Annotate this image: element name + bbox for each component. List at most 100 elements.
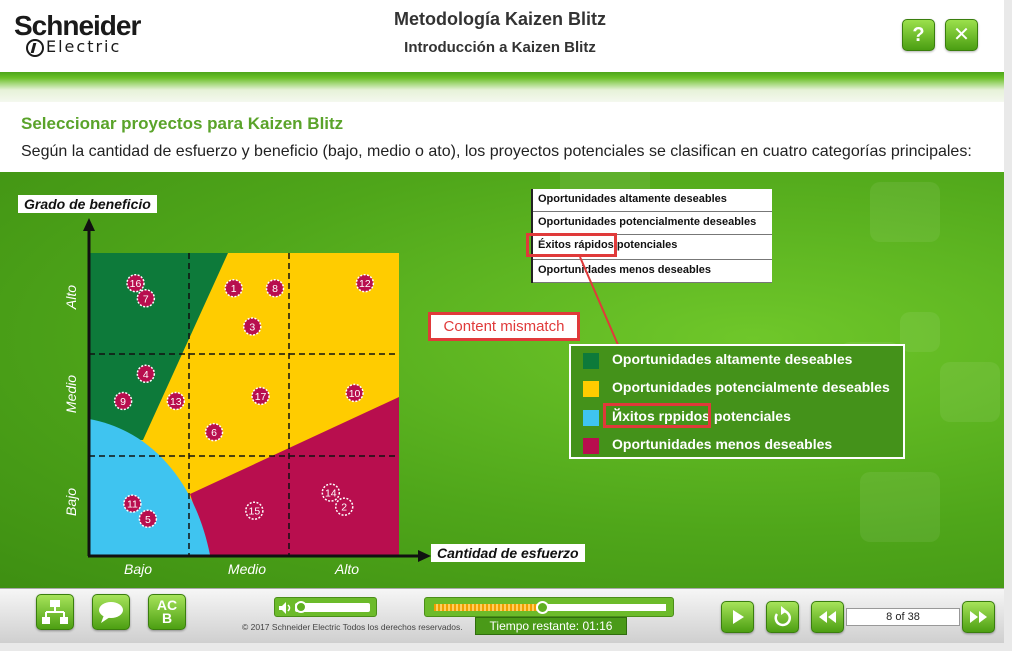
module-title: Introducción a Kaizen Blitz [404, 39, 596, 56]
volume-knob[interactable] [294, 601, 307, 613]
play-button[interactable] [721, 601, 754, 633]
chart-point: 13 [166, 391, 186, 411]
chart-point-label: 3 [249, 321, 255, 333]
progress-control[interactable] [424, 597, 674, 617]
chart-point-label: 9 [120, 396, 126, 408]
sitemap-icon [42, 600, 68, 624]
y-axis-arrow [83, 218, 95, 231]
table-row: Oportunidades altamente deseables [533, 189, 772, 212]
x-tick-bajo: Bajo [123, 561, 153, 577]
chart-point-marker [204, 422, 224, 442]
legend-label: Oportunidades altamente deseables [612, 351, 853, 367]
legend-swatch [583, 353, 599, 369]
x-axis-label: Cantidad de esfuerzo [431, 544, 585, 562]
logo-name: Schneider [14, 10, 141, 41]
fast-forward-icon-shape [970, 611, 978, 623]
play-icon-shape [733, 610, 744, 624]
sitemap-icon-node [50, 600, 60, 607]
chart-point-marker [321, 483, 341, 502]
logo-mark-icon [26, 39, 44, 57]
chart-point-label: 11 [127, 499, 138, 511]
help-button[interactable]: ? [902, 19, 935, 51]
x-axis-arrow [418, 550, 431, 562]
chart-point: 1 [224, 278, 243, 298]
volume-track[interactable] [295, 603, 370, 612]
play-icon [733, 610, 744, 624]
effort-benefit-matrix: 167 1 8 12 3 49 13 17 10 6 11 5 15 142 [83, 218, 431, 562]
replay-button[interactable] [766, 601, 799, 633]
speaker-icon [279, 602, 291, 614]
chart-point-marker [123, 494, 142, 513]
chart-point: 5 [138, 509, 158, 529]
chart-point-marker [245, 501, 264, 520]
schneider-electric-logo: Schneider Electric [14, 12, 164, 62]
legend: Oportunidades altamente deseables Oportu… [569, 344, 905, 459]
copyright-text: © 2017 Schneider Electric Todos los dere… [242, 622, 463, 632]
x-tick-alto: Alto [334, 561, 360, 577]
page-indicator: 8 of 38 [846, 608, 960, 626]
chart-point-marker [138, 509, 158, 529]
sitemap-button[interactable] [36, 594, 74, 630]
background-decoration [870, 182, 940, 242]
chart-point-marker [224, 278, 243, 298]
chart-point: 2 [334, 497, 354, 516]
table-row: Éxitos rápidos potenciales [533, 235, 772, 260]
section-heading: Seleccionar proyectos para Kaizen Blitz [21, 114, 344, 133]
chart-point-label: 15 [248, 506, 260, 518]
chart-point-label: 6 [211, 427, 217, 439]
speech-bubble-icon [99, 602, 123, 623]
glossary-button[interactable]: AC B [148, 594, 186, 630]
x-tick-medio: Medio [227, 561, 267, 577]
previous-button[interactable] [811, 601, 844, 633]
chart-point-label: 17 [255, 391, 267, 403]
category-table: Oportunidades altamente deseables Oportu… [531, 189, 772, 283]
mismatch-source-highlight [526, 233, 617, 257]
chart-point: 10 [345, 383, 364, 403]
chart-point-label: 1 [231, 283, 237, 295]
legend-swatch [583, 410, 599, 426]
course-title: Metodología Kaizen Blitz [393, 9, 606, 29]
close-button[interactable]: ✕ [945, 19, 978, 51]
fast-forward-icon [970, 611, 987, 623]
speech-bubble-icon-tail [101, 615, 110, 623]
chart-point-marker [136, 289, 156, 308]
chart-point: 3 [243, 317, 262, 336]
chart-point-label: 12 [359, 278, 371, 290]
background-decoration [860, 472, 940, 542]
rewind-icon-shape [819, 611, 827, 623]
sitemap-icon-connector [45, 607, 65, 617]
chart-point: 12 [355, 273, 375, 293]
chart-point-label: 5 [145, 514, 151, 526]
chart-point-label: 8 [272, 283, 278, 295]
next-button[interactable] [962, 601, 995, 633]
chart-grid [89, 253, 399, 555]
chart-points: 167 1 8 12 3 49 13 17 10 6 11 5 15 142 [113, 273, 375, 529]
intro-text: Según la cantidad de esfuerzo y benefici… [21, 143, 972, 160]
progress-track[interactable] [434, 604, 666, 611]
chart-point: 7 [136, 289, 156, 308]
chart-axes [83, 218, 431, 562]
chart-point: 9 [113, 391, 133, 411]
volume-control[interactable] [274, 597, 377, 617]
chart-point-marker [136, 364, 156, 384]
chart-point: 17 [251, 386, 270, 406]
replay-icon-head [781, 606, 787, 615]
chart-point-marker [345, 383, 364, 403]
chart-point-label: 10 [349, 388, 361, 400]
time-remaining: Tiempo restante: 01:16 [475, 617, 627, 635]
fast-forward-icon-shape [979, 611, 987, 623]
background-decoration [900, 312, 940, 352]
chart-point: 14 [321, 483, 341, 502]
speaker-icon-shape [279, 602, 286, 614]
legend-label: Oportunidades potencialmente deseables [612, 379, 890, 395]
header-stripe [0, 72, 1004, 102]
header: Schneider Electric Metodología Kaizen Bl… [0, 0, 1004, 72]
speaker-icon-wave [287, 604, 291, 612]
chart-point-label: 16 [130, 278, 142, 290]
progress-knob[interactable] [536, 601, 550, 614]
chart-point-marker [251, 386, 270, 406]
notes-button[interactable] [92, 594, 130, 630]
chart-point: 4 [136, 364, 156, 384]
chart-point: 6 [204, 422, 224, 442]
